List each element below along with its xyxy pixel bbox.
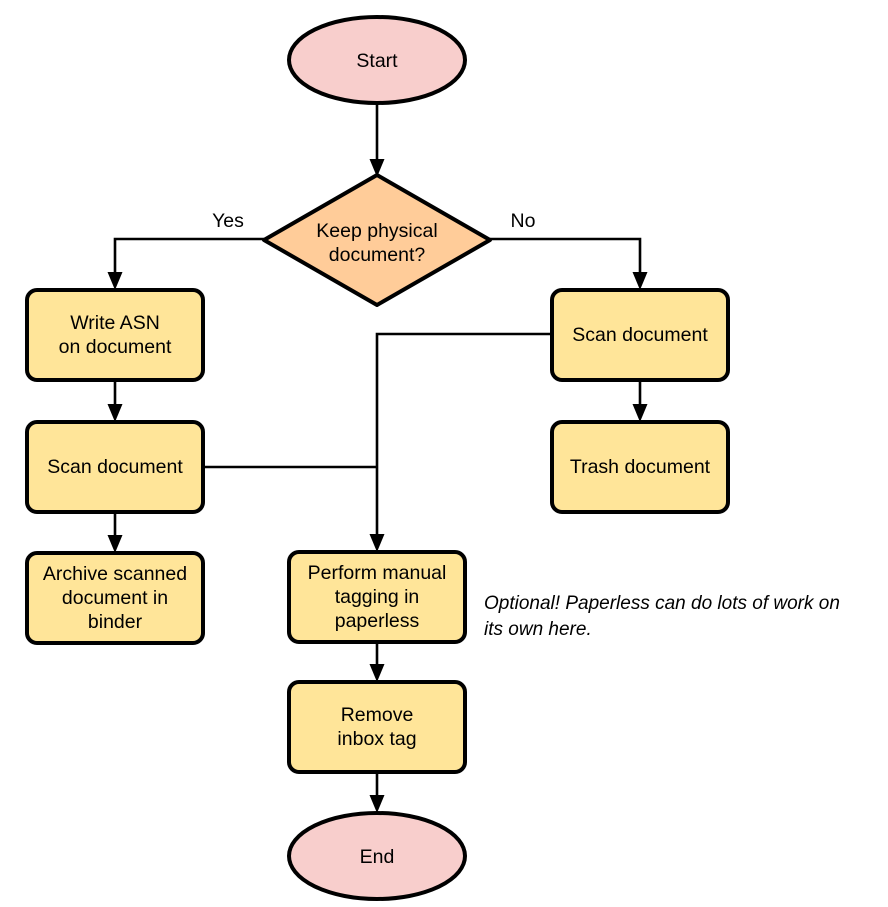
arrowhead-icon <box>107 272 123 290</box>
edge-label-yes: Yes <box>212 210 244 232</box>
arrowhead-icon <box>107 404 123 422</box>
edge-decision-yes-to-write-asn <box>107 237 264 290</box>
archive-label-line1: Archive scanned <box>43 563 187 585</box>
trash-document-box[interactable] <box>550 420 730 514</box>
edge-line <box>375 332 552 541</box>
optional-note-line1: Optional! Paperless can do lots of work … <box>484 593 840 614</box>
arrowhead-icon <box>369 664 385 682</box>
node-trash-document[interactable]: Trash document <box>550 420 730 514</box>
decision-label-line2: document? <box>329 244 426 266</box>
write-asn-label-line1: Write ASN <box>70 312 160 334</box>
end-label: End <box>360 846 395 868</box>
arrowhead-icon <box>632 404 648 422</box>
archive-label-line3: binder <box>88 611 143 633</box>
write-asn-box[interactable] <box>25 288 205 382</box>
remove-inbox-label-line2: inbox tag <box>337 728 416 750</box>
optional-note-line2: its own here. <box>484 619 592 640</box>
node-scan-document-left[interactable]: Scan document <box>25 420 205 514</box>
write-asn-label-line2: on document <box>59 336 172 358</box>
edge-label-no: No <box>511 210 536 232</box>
node-remove-inbox-tag[interactable]: Remove inbox tag <box>287 680 467 774</box>
node-end[interactable]: End <box>287 811 467 901</box>
edge-manual-tagging-to-remove-inbox <box>369 642 385 682</box>
start-ellipse[interactable] <box>287 15 467 105</box>
edge-scan-right-to-trash <box>632 380 648 422</box>
node-perform-manual-tagging[interactable]: Perform manual tagging in paperless <box>287 550 467 644</box>
node-write-asn-on-document[interactable]: Write ASN on document <box>25 288 205 382</box>
node-start[interactable]: Start <box>287 15 467 105</box>
node-scan-document-right[interactable]: Scan document <box>550 288 730 382</box>
arrowhead-icon <box>107 535 123 553</box>
annotation-optional-note: Optional! Paperless can do lots of work … <box>484 593 840 640</box>
edge-remove-inbox-to-end <box>369 772 385 813</box>
manual-tagging-label-line3: paperless <box>335 610 420 632</box>
manual-tagging-box[interactable] <box>287 550 467 644</box>
edge-start-to-decision <box>369 103 385 177</box>
edge-scan-left-to-archive <box>107 512 123 553</box>
manual-tagging-label-line1: Perform manual <box>308 562 447 584</box>
end-ellipse[interactable] <box>287 811 467 901</box>
trash-document-label: Trash document <box>570 456 711 478</box>
arrowhead-icon <box>369 159 385 177</box>
edge-line <box>490 237 642 279</box>
archive-box[interactable] <box>25 551 205 645</box>
arrowhead-icon <box>632 272 648 290</box>
edge-scan-right-to-manual-tagging <box>369 332 552 552</box>
remove-inbox-tag-box[interactable] <box>287 680 467 774</box>
scan-document-left-label: Scan document <box>47 456 183 478</box>
decision-diamond[interactable] <box>262 173 492 307</box>
scan-document-right-box[interactable] <box>550 288 730 382</box>
node-keep-physical-document-decision[interactable]: Keep physical document? <box>262 173 492 307</box>
decision-label-line1: Keep physical <box>316 220 437 242</box>
arrowhead-icon <box>369 795 385 813</box>
manual-tagging-label-line2: tagging in <box>335 586 420 608</box>
scan-document-left-box[interactable] <box>25 420 205 514</box>
node-archive-scanned-document[interactable]: Archive scanned document in binder <box>25 551 205 645</box>
archive-label-line2: document in <box>62 587 168 609</box>
edge-line <box>113 237 264 279</box>
arrowhead-icon <box>369 534 385 552</box>
start-label: Start <box>356 50 398 72</box>
edge-decision-no-to-scan-right <box>490 237 648 290</box>
remove-inbox-label-line1: Remove <box>341 704 414 726</box>
edge-write-asn-to-scan-left <box>107 380 123 422</box>
scan-document-right-label: Scan document <box>572 324 708 346</box>
